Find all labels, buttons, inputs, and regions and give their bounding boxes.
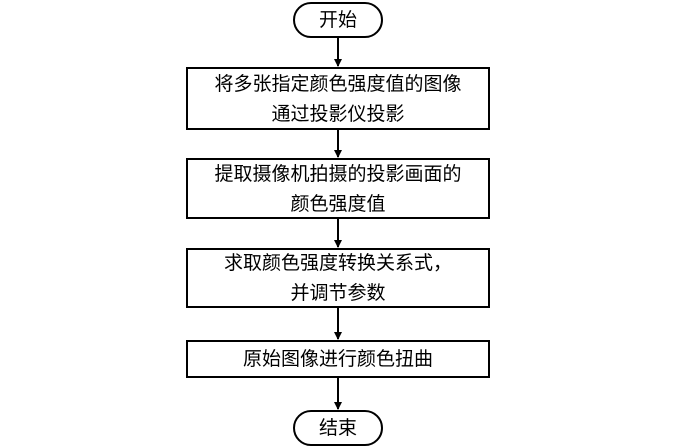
step-2-line-1: 提取摄像机拍摄的投影画面的 bbox=[214, 162, 462, 185]
start-terminal: 开始 bbox=[293, 2, 383, 38]
process-step-2: 提取摄像机拍摄的投影画面的 颜色强度值 bbox=[186, 158, 490, 219]
process-step-4: 原始图像进行颜色扭曲 bbox=[186, 340, 490, 378]
step-1-line-2: 通过投影仪投影 bbox=[271, 102, 405, 125]
end-label: 结束 bbox=[318, 417, 357, 439]
step-1-line-1: 将多张指定颜色强度值的图像 bbox=[214, 72, 462, 95]
step-4-line-1: 原始图像进行颜色扭曲 bbox=[242, 348, 433, 370]
process-step-1: 将多张指定颜色强度值的图像 通过投影仪投影 bbox=[186, 67, 490, 130]
start-label: 开始 bbox=[318, 9, 357, 31]
step-3-line-2: 并调节参数 bbox=[290, 282, 386, 304]
end-terminal: 结束 bbox=[293, 410, 383, 446]
process-step-3: 求取颜色强度转换关系式， 并调节参数 bbox=[186, 248, 490, 308]
step-3-line-1: 求取颜色强度转换关系式， bbox=[223, 252, 452, 274]
step-2-line-2: 颜色强度值 bbox=[290, 192, 386, 215]
